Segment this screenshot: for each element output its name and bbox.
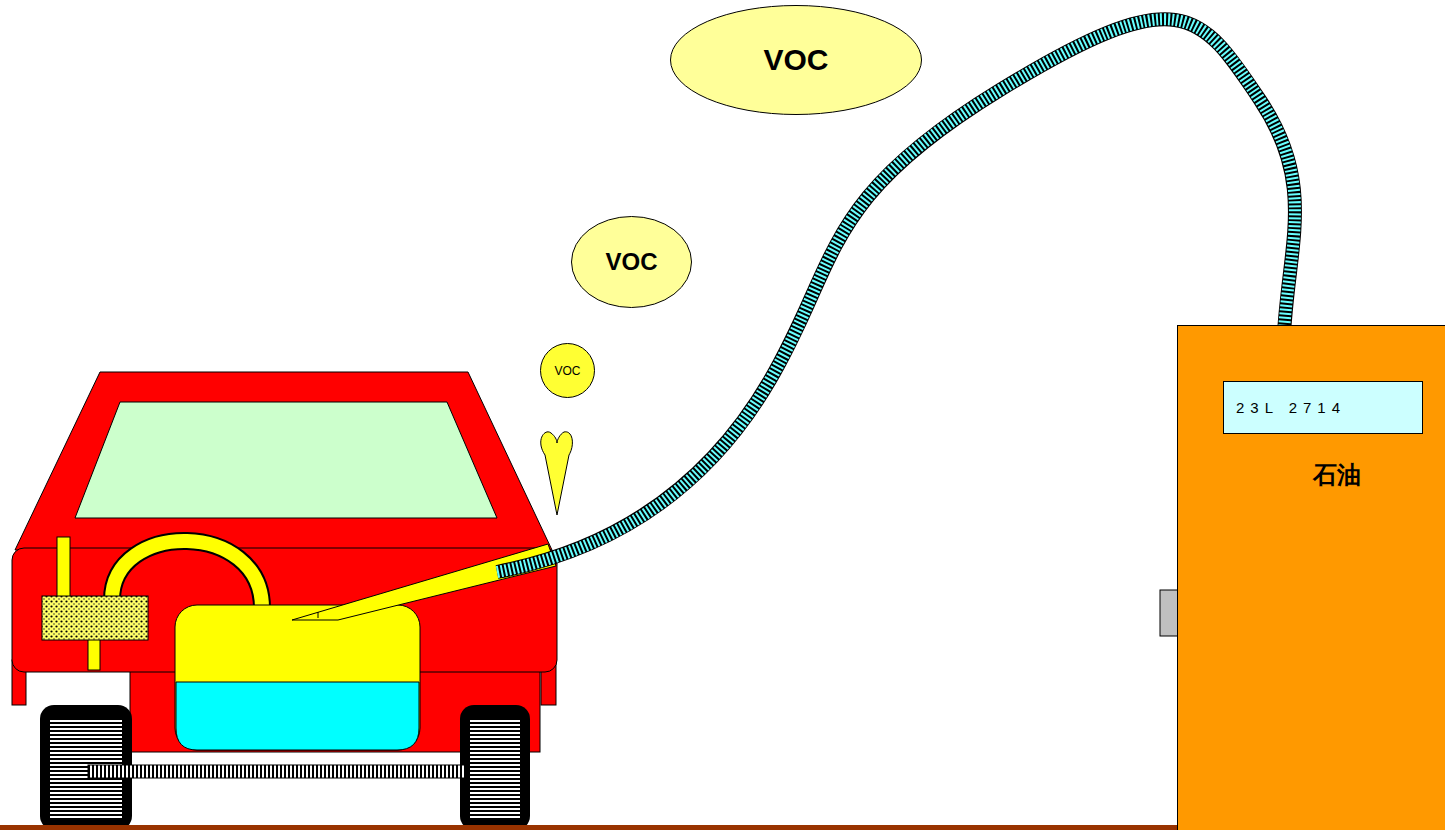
charcoal-canister xyxy=(42,596,148,640)
node-label: VOC xyxy=(763,43,828,77)
vent-pipe xyxy=(57,537,70,599)
fuel-liquid xyxy=(176,682,419,750)
fuel-hose-stripes xyxy=(497,19,1295,572)
car-window xyxy=(75,402,497,518)
node-label: 石油 xyxy=(1313,459,1361,491)
node-label: VOC xyxy=(554,364,580,378)
fuel-hose xyxy=(497,19,1295,572)
node-label: 23L 2714 xyxy=(1236,399,1346,416)
fuel-tank xyxy=(175,605,420,750)
vapor-bubble: VOC xyxy=(571,216,692,308)
pump-display: 23L 2714 xyxy=(1223,381,1423,434)
vapor-bubble: VOC xyxy=(540,343,595,398)
vapor-drop xyxy=(541,432,573,515)
axle xyxy=(88,765,466,778)
car-roof xyxy=(15,372,552,550)
vapor-bubble: VOC xyxy=(670,5,922,115)
wheel xyxy=(460,705,530,830)
filler-nozzle xyxy=(292,544,556,620)
fuel-pump: 石油 23L 2714 xyxy=(1177,325,1445,830)
wheel-tread xyxy=(470,718,520,818)
node-label: VOC xyxy=(605,248,657,276)
